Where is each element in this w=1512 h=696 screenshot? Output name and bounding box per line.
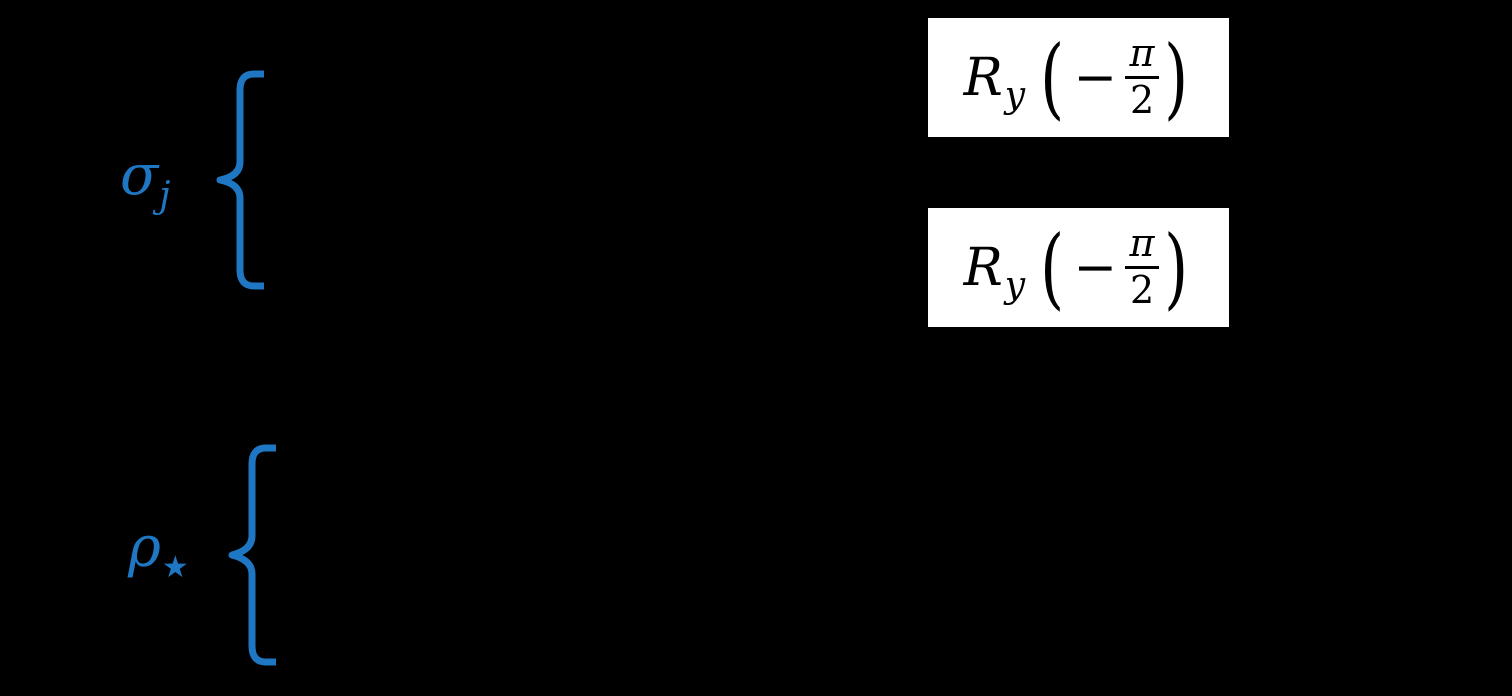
- register-symbol: ρ: [128, 515, 161, 580]
- register-subscript: ★: [161, 549, 189, 585]
- numerator: π: [1129, 31, 1155, 76]
- register-symbol: σ: [120, 143, 159, 208]
- ry-gate-2: R y ( − π 2 ): [928, 208, 1229, 327]
- fraction: π 2: [1125, 221, 1160, 312]
- fraction-bar: [1125, 76, 1160, 79]
- minus-sign: −: [1073, 47, 1118, 108]
- gate-subscript: y: [1004, 75, 1026, 116]
- minus-sign: −: [1073, 237, 1118, 298]
- gate-name: R: [963, 237, 1003, 298]
- open-paren: (: [1040, 215, 1065, 319]
- gate-name: R: [963, 47, 1003, 108]
- register-subscript: j: [159, 174, 171, 216]
- gate-subscript: y: [1004, 265, 1026, 306]
- brace-icon: [216, 70, 264, 290]
- fraction: π 2: [1125, 31, 1160, 122]
- brace-icon: [228, 444, 276, 666]
- open-paren: (: [1040, 25, 1065, 129]
- register-label-sigma-j: σj: [120, 148, 170, 214]
- numerator: π: [1129, 221, 1155, 266]
- register-label-rho-star: ρ★: [128, 520, 189, 583]
- ry-gate-1: R y ( − π 2 ): [928, 18, 1229, 137]
- denominator: 2: [1129, 268, 1155, 312]
- denominator: 2: [1129, 78, 1155, 122]
- close-paren: ): [1164, 215, 1189, 319]
- close-paren: ): [1164, 25, 1189, 129]
- fraction-bar: [1125, 266, 1160, 269]
